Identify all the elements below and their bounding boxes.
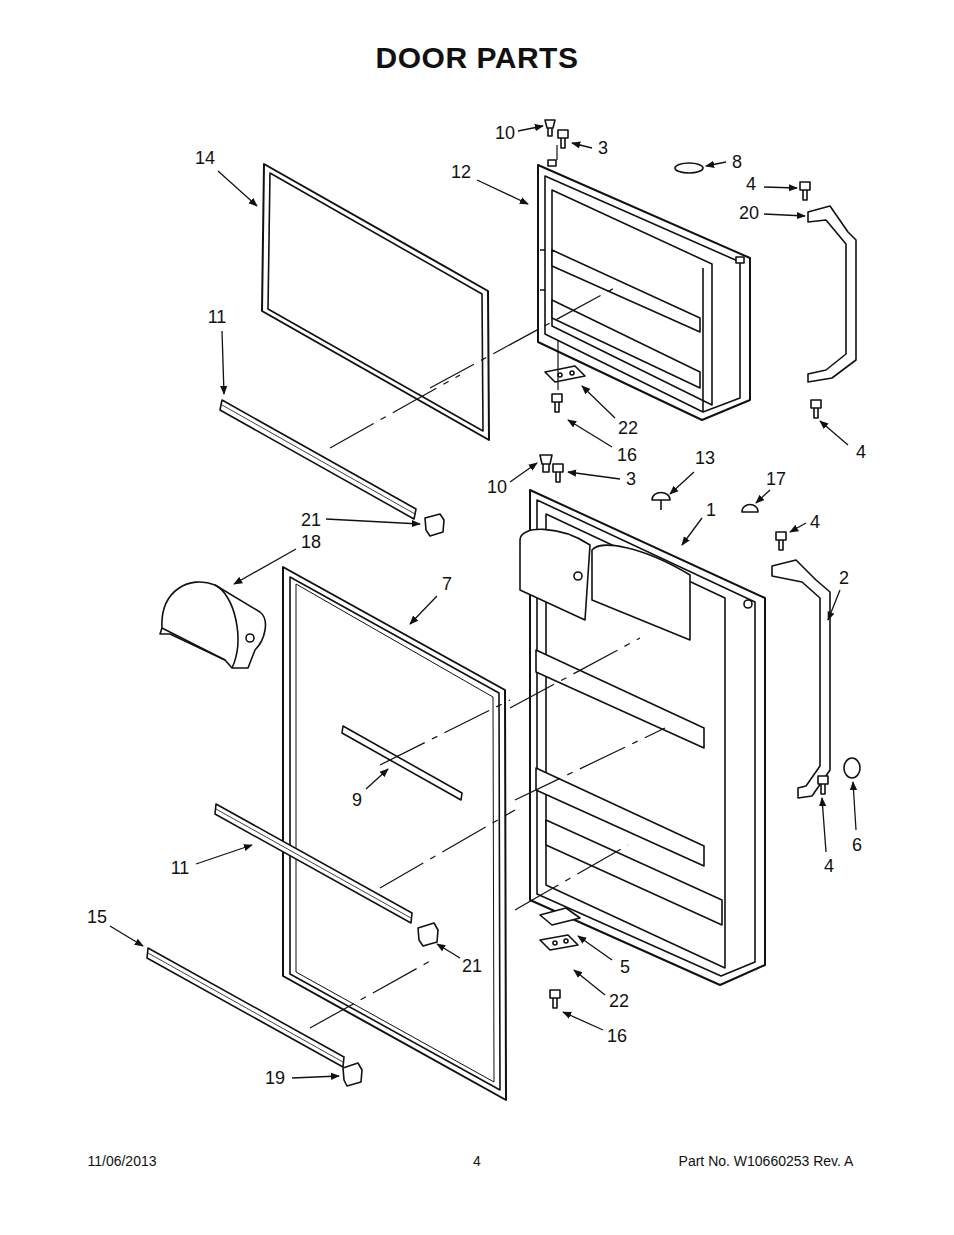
callout-number: 21 — [301, 511, 321, 529]
callout-number: 20 — [739, 204, 759, 222]
callout-number: 12 — [451, 163, 471, 181]
callout-number: 10 — [487, 478, 507, 496]
callout-number: 3 — [626, 470, 636, 488]
callout-number: 16 — [617, 446, 637, 464]
callout-number: 9 — [352, 791, 362, 809]
callout-number: 13 — [695, 449, 715, 467]
callout-number: 6 — [852, 836, 862, 854]
callout-number: 17 — [766, 470, 786, 488]
callout-number: 11 — [208, 308, 227, 326]
callout-number: 3 — [598, 139, 608, 157]
callout-number: 16 — [607, 1027, 627, 1045]
callout-number: 10 — [495, 124, 515, 142]
callout-number: 22 — [609, 992, 629, 1010]
callout-number: 11 — [171, 859, 190, 877]
callout-number: 14 — [195, 149, 215, 167]
callout-number: 4 — [824, 857, 834, 875]
callout-number: 8 — [732, 153, 742, 171]
callout-number: 4 — [746, 175, 756, 193]
callout-number: 15 — [87, 908, 107, 926]
callout-number: 5 — [620, 958, 630, 976]
callout-number: 18 — [301, 533, 321, 551]
footer-text: 11/06/2013 — [87, 1154, 156, 1168]
callout-number: 4 — [856, 443, 866, 461]
callout-number: 7 — [442, 575, 452, 593]
footer-text: Part No. W10660253 Rev. A — [679, 1154, 854, 1168]
footer-text: 4 — [473, 1154, 481, 1168]
callout-number: 19 — [265, 1069, 285, 1087]
callout-number: 1 — [706, 501, 716, 519]
callout-number: 21 — [462, 957, 482, 975]
page-title: DOOR PARTS — [376, 43, 579, 73]
callout-number: 22 — [618, 419, 638, 437]
callout-number: 4 — [810, 513, 820, 531]
callout-number: 2 — [839, 569, 849, 587]
